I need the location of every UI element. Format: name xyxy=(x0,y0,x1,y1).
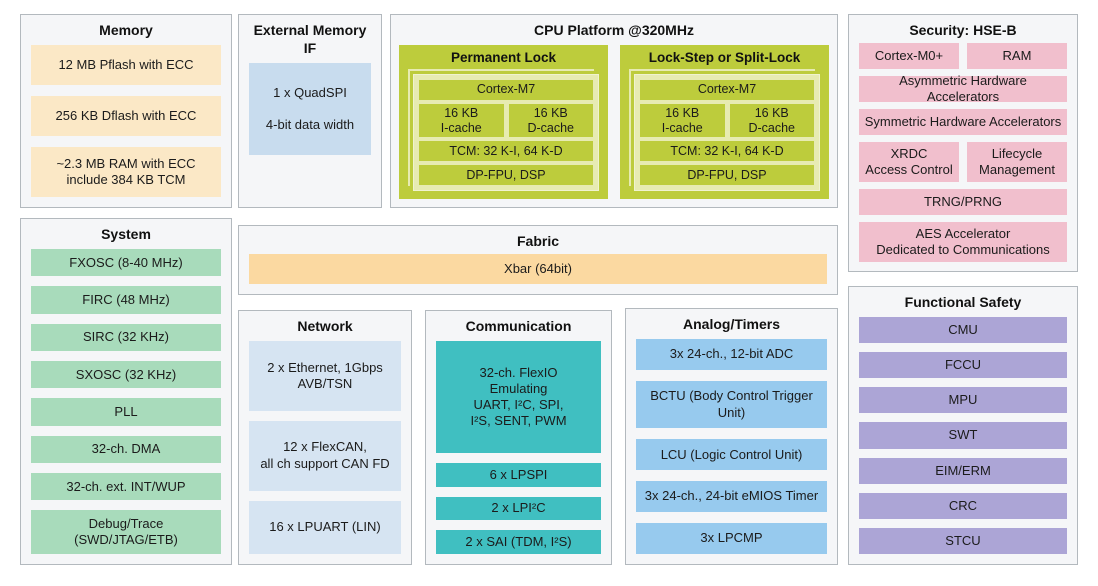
network-item-ethernet: 2 x Ethernet, 1Gbps AVB/TSN xyxy=(249,341,401,411)
analog-item-emios: 3x 24-ch., 24-bit eMIOS Timer xyxy=(636,481,827,513)
core-permanent-lock-stack: Cortex-M7 16 KB I-cache 16 KB D-cache TC… xyxy=(413,74,599,191)
fabric-title: Fabric xyxy=(516,233,559,249)
core-lockstep-title: Lock-Step or Split-Lock xyxy=(648,50,801,65)
safety-item-stcu: STCU xyxy=(859,527,1067,554)
system-item-pll: PLL xyxy=(31,398,221,426)
analog-item-adc: 3x 24-ch., 12-bit ADC xyxy=(636,339,827,370)
security-item-xrdc: XRDC Access Control xyxy=(859,142,959,182)
security-title: Security: HSE-B xyxy=(909,22,1017,38)
communication-title: Communication xyxy=(465,318,572,334)
tcm-label: TCM: 32 K-I, 64 K-D xyxy=(640,141,814,162)
cortex-m7-label: Cortex-M7 xyxy=(640,80,814,100)
system-item-int-wup: 32-ch. ext. INT/WUP xyxy=(31,473,221,501)
analog-item-bctu: BCTU (Body Control Trigger Unit) xyxy=(636,380,827,429)
cortex-m7-label: Cortex-M7 xyxy=(419,80,593,100)
cpu-platform-title: CPU Platform @320MHz xyxy=(534,22,694,38)
memory-item-ram: ~2.3 MB RAM with ECC include 384 KB TCM xyxy=(31,147,221,197)
communication-item-flexio: 32-ch. FlexIO Emulating UART, I²C, SPI, … xyxy=(436,341,601,453)
system-title: System xyxy=(101,226,151,242)
core-permanent-lock-title: Permanent Lock xyxy=(450,50,557,65)
security-item-ram: RAM xyxy=(967,43,1067,69)
icache-label: 16 KB I-cache xyxy=(640,103,725,138)
security-item-cortex-m0: Cortex-M0+ xyxy=(859,43,959,69)
core-lockstep-stack: Cortex-M7 16 KB I-cache 16 KB D-cache TC… xyxy=(634,74,820,191)
security-panel: Security: HSE-B Cortex-M0+ RAM Asymmetri… xyxy=(848,14,1078,272)
system-item-dma: 32-ch. DMA xyxy=(31,435,221,464)
network-item-flexcan: 12 x FlexCAN, all ch support CAN FD xyxy=(249,420,401,491)
cache-row: 16 KB I-cache 16 KB D-cache xyxy=(419,103,593,138)
analog-timers-title: Analog/Timers xyxy=(683,316,780,332)
safety-item-fccu: FCCU xyxy=(859,352,1067,379)
system-items: FXOSC (8-40 MHz) FIRC (48 MHz) SIRC (32 … xyxy=(31,249,221,554)
analog-timers-panel: Analog/Timers 3x 24-ch., 12-bit ADC BCTU… xyxy=(625,308,838,565)
core-permanent-lock: Permanent Lock Cortex-M7 16 KB I-cache 1… xyxy=(399,45,608,199)
security-item-lifecycle: Lifecycle Management xyxy=(967,142,1067,182)
dcache-label: 16 KB D-cache xyxy=(508,103,593,138)
icache-label: 16 KB I-cache xyxy=(419,103,504,138)
fpu-label: DP-FPU, DSP xyxy=(640,165,814,185)
safety-item-mpu: MPU xyxy=(859,387,1067,414)
fabric-panel: Fabric Xbar (64bit) xyxy=(238,225,838,295)
communication-item-lpi2c: 2 x LPI²C xyxy=(436,496,601,521)
communication-items: 32-ch. FlexIO Emulating UART, I²C, SPI, … xyxy=(436,341,601,555)
communication-item-sai: 2 x SAI (TDM, I²S) xyxy=(436,530,601,555)
external-memory-panel: External Memory IF 1 x QuadSPI 4-bit dat… xyxy=(238,14,382,208)
network-panel: Network 2 x Ethernet, 1Gbps AVB/TSN 12 x… xyxy=(238,310,412,565)
security-items: Cortex-M0+ RAM Asymmetric Hardware Accel… xyxy=(859,43,1067,263)
security-item-trng: TRNG/PRNG xyxy=(859,189,1067,215)
memory-item-pflash: 12 MB Pflash with ECC xyxy=(31,45,221,85)
external-memory-title: External Memory IF xyxy=(253,22,367,56)
cpu-platform-panel: CPU Platform @320MHz Permanent Lock Cort… xyxy=(390,14,838,208)
system-item-firc: FIRC (48 MHz) xyxy=(31,286,221,314)
communication-panel: Communication 32-ch. FlexIO Emulating UA… xyxy=(425,310,612,565)
system-item-sirc: SIRC (32 KHz) xyxy=(31,323,221,352)
cache-row: 16 KB I-cache 16 KB D-cache xyxy=(640,103,814,138)
analog-item-lpcmp: 3x LPCMP xyxy=(636,523,827,555)
xbar-bus: Xbar (64bit) xyxy=(249,254,827,284)
memory-title: Memory xyxy=(99,22,153,38)
system-item-sxosc: SXOSC (32 KHz) xyxy=(31,361,221,389)
functional-safety-items: CMU FCCU MPU SWT EIM/ERM CRC STCU xyxy=(859,317,1067,554)
network-items: 2 x Ethernet, 1Gbps AVB/TSN 12 x FlexCAN… xyxy=(249,341,401,554)
security-item-symmetric: Symmetric Hardware Accelerators xyxy=(859,109,1067,135)
data-width-label: 4-bit data width xyxy=(265,117,355,132)
network-title: Network xyxy=(297,318,353,334)
analog-item-lcu: LCU (Logic Control Unit) xyxy=(636,439,827,471)
communication-item-lpspi: 6 x LPSPI xyxy=(436,463,601,487)
security-row-xrdc-lifecycle: XRDC Access Control Lifecycle Management xyxy=(859,142,1067,182)
safety-item-crc: CRC xyxy=(859,492,1067,519)
dcache-label: 16 KB D-cache xyxy=(729,103,814,138)
functional-safety-panel: Functional Safety CMU FCCU MPU SWT EIM/E… xyxy=(848,286,1078,565)
functional-safety-title: Functional Safety xyxy=(904,294,1022,310)
quadspi-label: 1 x QuadSPI xyxy=(273,84,347,100)
security-item-asymmetric: Asymmetric Hardware Accelerators xyxy=(859,73,1067,104)
analog-timers-items: 3x 24-ch., 12-bit ADC BCTU (Body Control… xyxy=(636,339,827,555)
external-memory-card: 1 x QuadSPI 4-bit data width xyxy=(249,63,371,155)
tcm-label: TCM: 32 K-I, 64 K-D xyxy=(419,141,593,162)
fpu-label: DP-FPU, DSP xyxy=(419,165,593,185)
security-item-aes: AES Accelerator Dedicated to Communicati… xyxy=(859,222,1067,262)
safety-item-cmu: CMU xyxy=(859,317,1067,344)
system-item-debug-trace: Debug/Trace (SWD/JTAG/ETB) xyxy=(31,510,221,554)
network-item-lpuart: 16 x LPUART (LIN) xyxy=(249,500,401,554)
system-panel: System FXOSC (8-40 MHz) FIRC (48 MHz) SI… xyxy=(20,218,232,565)
safety-item-eim-erm: EIM/ERM xyxy=(859,457,1067,484)
memory-panel: Memory 12 MB Pflash with ECC 256 KB Dfla… xyxy=(20,14,232,208)
safety-item-swt: SWT xyxy=(859,422,1067,449)
cpu-cores: Permanent Lock Cortex-M7 16 KB I-cache 1… xyxy=(399,45,829,199)
memory-item-dflash: 256 KB Dflash with ECC xyxy=(31,96,221,136)
memory-items: 12 MB Pflash with ECC 256 KB Dflash with… xyxy=(31,45,221,197)
security-row-cpu-ram: Cortex-M0+ RAM xyxy=(859,43,1067,69)
system-item-fxosc: FXOSC (8-40 MHz) xyxy=(31,249,221,277)
core-lockstep-splitlock: Lock-Step or Split-Lock Cortex-M7 16 KB … xyxy=(620,45,829,199)
